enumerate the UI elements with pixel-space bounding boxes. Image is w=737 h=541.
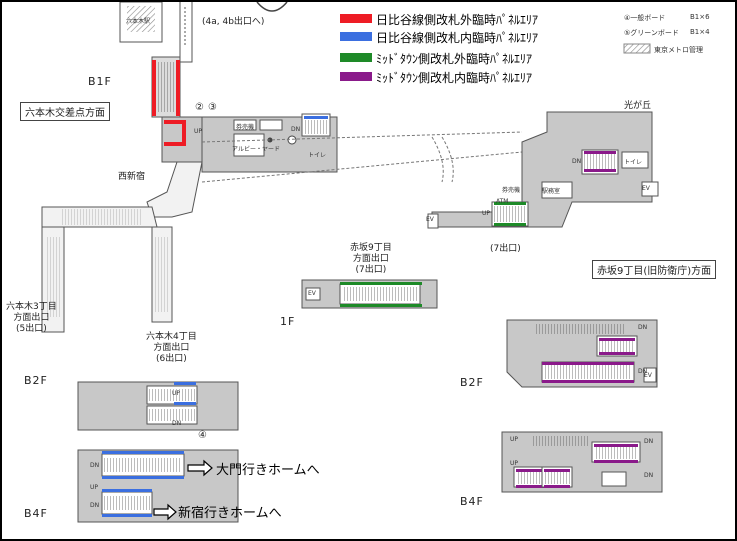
- daimon-platform-label: 大門行きホームへ: [216, 463, 320, 478]
- b4f-left-block: [77, 449, 239, 523]
- purple-panel-area: [594, 460, 638, 463]
- up-marker: UP: [482, 210, 491, 217]
- floor-1f: 1F: [280, 315, 296, 328]
- ev-marker: EV: [642, 185, 650, 192]
- dn-marker: DN: [572, 158, 582, 165]
- green-panel-area: [340, 282, 422, 285]
- top-building-label: 六本木駅: [126, 18, 151, 25]
- roppongi4-exit-label: 六本木4丁目 方面出口 (6出口): [146, 332, 197, 364]
- ticket-machine-label: 券売機: [236, 124, 255, 131]
- green-panel-area: [494, 202, 526, 205]
- dn-marker: DN: [638, 368, 648, 375]
- dn-marker: DN: [644, 472, 654, 479]
- purple-panel-area: [542, 362, 634, 365]
- purple-panel-area: [544, 469, 570, 472]
- toilet-label-left: トイレ: [308, 152, 327, 159]
- purple-panel-area: [542, 380, 634, 383]
- shops-label: アルビー・ヤード: [232, 146, 280, 153]
- red-panel-area: [152, 60, 156, 116]
- red-panel-area: [164, 120, 186, 124]
- akasaka-exit-label: 赤坂9丁目 方面出口 (7出口): [350, 243, 392, 275]
- top-exit-label: (4a, 4b出口へ): [202, 17, 265, 27]
- dn-marker: DN: [90, 462, 100, 469]
- arrow-right-icon: [187, 459, 213, 477]
- nishishinjuku-label: 西新宿: [118, 172, 146, 182]
- legend-item-blue: 日比谷線側改札内臨時ﾊﾟﾈﾙｴﾘｱ: [376, 31, 539, 45]
- floor-b4f-right: B4F: [460, 495, 484, 508]
- blue-panel-area: [102, 476, 184, 479]
- station-office-label: 駅務室: [542, 188, 561, 195]
- up-marker: UP: [510, 460, 519, 467]
- legend-item-purple: ﾐｯﾄﾞﾀｳﾝ側改札内臨時ﾊﾟﾈﾙｴﾘｱ: [376, 71, 533, 85]
- purple-panel-area: [584, 151, 616, 154]
- blue-panel-area: [102, 451, 184, 454]
- dn-marker: DN: [644, 438, 654, 445]
- ev-marker: EV: [308, 290, 316, 297]
- one-floor-block: [301, 279, 438, 309]
- ticket-machine-label-right: 券売機: [502, 187, 521, 194]
- blue-panel-area: [304, 116, 328, 119]
- roppongi-direction: 六本木交差点方面: [20, 102, 110, 121]
- legend-item-green: ﾐｯﾄﾞﾀｳﾝ側改札外臨時ﾊﾟﾈﾙｴﾘｱ: [376, 52, 533, 66]
- floor-b4f-left: B4F: [24, 507, 48, 520]
- board-general-size: B1×6: [690, 13, 710, 21]
- purple-panel-area: [594, 444, 638, 447]
- up-marker: UP: [90, 484, 99, 491]
- purple-panel-area: [584, 169, 616, 172]
- dn-marker: DN: [90, 502, 100, 509]
- floor-b2f-left: B2F: [24, 374, 48, 387]
- green-panel-area: [494, 223, 526, 226]
- b2f-right-block: [506, 319, 658, 388]
- dn-marker: DN: [291, 126, 301, 133]
- b1f-left-concourse: [41, 56, 523, 333]
- legend-item-red: 日比谷線側改札外臨時ﾊﾟﾈﾙｴﾘｱ: [376, 13, 539, 27]
- red-panel-area: [182, 124, 186, 146]
- toilet-label-right: トイレ: [624, 159, 643, 166]
- ev-marker: EV: [426, 216, 434, 223]
- board-marker-2: ②: [195, 102, 204, 113]
- ev-marker: EV: [644, 372, 652, 379]
- purple-panel-area: [516, 485, 552, 488]
- roppongi3-exit-label: 六本木3丁目 方面出口 (5出口): [6, 302, 57, 334]
- green-panel-area: [340, 304, 422, 307]
- up-marker: UP: [194, 128, 203, 135]
- up-marker: UP: [510, 436, 519, 443]
- exit7-label: (7出口): [490, 244, 521, 254]
- hikarigaoka-label: 光が丘: [624, 101, 652, 111]
- dn-marker: DN: [172, 420, 182, 427]
- board-marker-4: ④: [198, 430, 207, 441]
- board-green-size: B1×4: [690, 28, 710, 36]
- metro-managed-label: 東京メトロ管理: [654, 46, 703, 54]
- akasaka-direction: 赤坂9丁目(旧防衛庁)方面: [592, 260, 717, 279]
- b4f-right-block: [501, 431, 663, 493]
- arrow-right-icon: [153, 503, 177, 521]
- board-green-label: ⑤グリーンボード: [624, 29, 679, 37]
- purple-panel-area: [599, 352, 635, 355]
- purple-panel-area: [599, 338, 635, 341]
- blue-panel-area: [174, 402, 196, 405]
- purple-panel-area: [516, 469, 552, 472]
- board-general-label: ④一般ボード: [624, 14, 666, 22]
- blue-panel-area: [102, 489, 152, 492]
- dn-marker: DN: [638, 324, 648, 331]
- b2f-left-block: [77, 381, 239, 431]
- b1f-right-concourse: [427, 111, 659, 229]
- red-panel-area: [164, 142, 186, 146]
- red-panel-area: [176, 60, 180, 116]
- blue-panel-area: [102, 514, 152, 517]
- blue-panel-area: [174, 382, 196, 385]
- legend-swatches: [340, 14, 651, 81]
- up-marker: UP: [172, 390, 181, 397]
- atm-label: ATM: [496, 198, 509, 205]
- purple-panel-area: [544, 485, 570, 488]
- top-corridor: [119, 2, 288, 63]
- floor-b1f: B1F: [88, 75, 112, 88]
- board-marker-3: ③: [208, 102, 217, 113]
- floor-b2f-right: B2F: [460, 376, 484, 389]
- shinjuku-platform-label: 新宿行きホームへ: [178, 506, 282, 521]
